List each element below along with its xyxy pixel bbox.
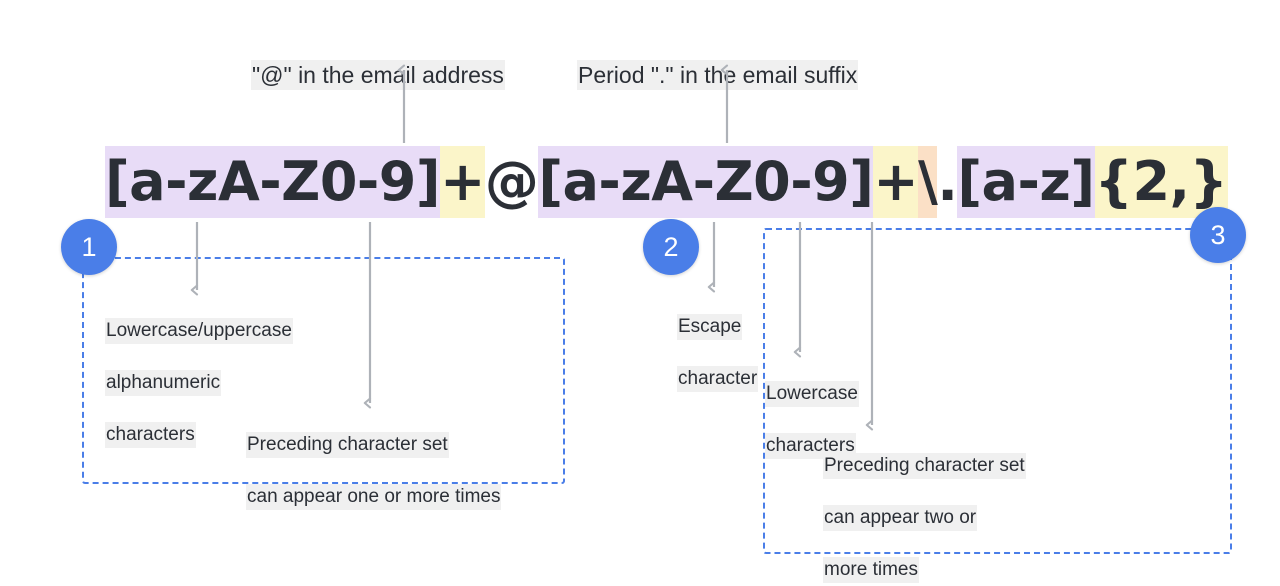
group-marker-2[interactable]: 2	[643, 219, 699, 275]
note-one-or-more-line-1: Preceding character set	[246, 432, 449, 458]
group-marker-2-number: 2	[663, 231, 679, 262]
note-alphanumeric-line-1: Lowercase/uppercase	[105, 318, 293, 344]
note-escape: Escape character	[677, 288, 759, 392]
note-alphanumeric-line-3: characters	[105, 422, 196, 448]
group-marker-1[interactable]: 1	[61, 219, 117, 275]
note-two-or-more-line-3: more times	[823, 557, 919, 583]
regex-token-charclass-2: [a-zA-Z0-9]	[538, 146, 874, 218]
regex-token-plus-1: +	[440, 146, 485, 218]
group-marker-3-number: 3	[1210, 219, 1226, 250]
note-lowercase-line-1: Lowercase	[765, 381, 859, 407]
note-two-or-more-line-2: can appear two or	[823, 505, 978, 531]
note-two-or-more: Preceding character set can appear two o…	[823, 427, 1026, 583]
regex-token-plus-2: +	[873, 146, 919, 218]
regex-pattern: [a-zA-Z0-9]+@[a-zA-Z0-9]+\.[a-z]{2,}	[105, 146, 1228, 218]
regex-token-charclass-3: [a-z]	[957, 146, 1095, 218]
note-one-or-more: Preceding character set can appear one o…	[246, 406, 502, 510]
group-marker-3[interactable]: 3	[1190, 207, 1246, 263]
note-one-or-more-line-2: can appear one or more times	[246, 484, 502, 510]
label-at-sign: "@" in the email address	[251, 30, 505, 90]
note-two-or-more-line-1: Preceding character set	[823, 453, 1026, 479]
note-alphanumeric: Lowercase/uppercase alphanumeric charact…	[105, 292, 293, 448]
regex-token-dot: .	[937, 150, 958, 213]
label-period-text: Period "." in the email suffix	[577, 60, 859, 90]
group-marker-1-number: 1	[81, 231, 97, 262]
label-at-sign-text: "@" in the email address	[251, 60, 505, 90]
label-period: Period "." in the email suffix	[577, 30, 859, 90]
note-alphanumeric-line-2: alphanumeric	[105, 370, 222, 396]
note-escape-line-2: character	[677, 366, 759, 392]
regex-token-charclass-1: [a-zA-Z0-9]	[105, 146, 441, 218]
regex-token-at-sign: @	[484, 150, 539, 213]
note-escape-line-1: Escape	[677, 314, 743, 340]
group-box-1	[82, 257, 565, 484]
regex-token-quantifier: {2,}	[1094, 146, 1228, 218]
regex-token-backslash: \	[918, 146, 938, 218]
group-box-3	[763, 228, 1232, 554]
